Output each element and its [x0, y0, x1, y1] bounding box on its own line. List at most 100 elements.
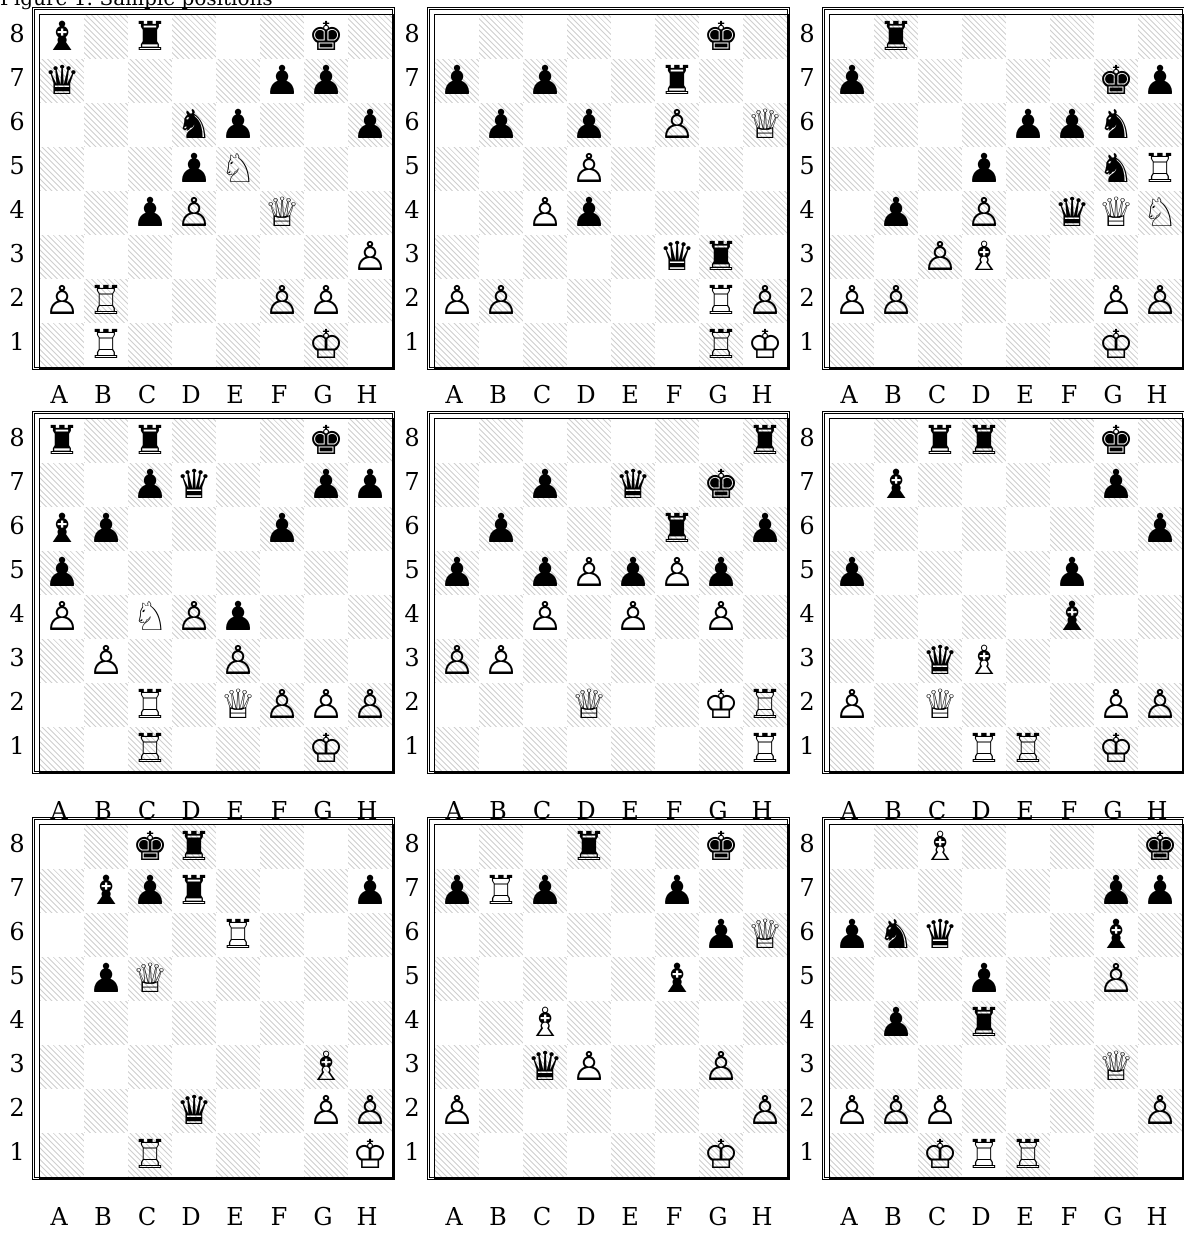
white-queen-icon: ♕	[918, 683, 962, 727]
square-f1	[260, 727, 304, 771]
white-pawn-icon: ♙	[40, 279, 84, 323]
rank-label: 8	[6, 22, 28, 46]
black-pawn-icon: ♟	[523, 551, 567, 595]
file-label: B	[882, 1205, 904, 1229]
rank-label: 6	[796, 920, 818, 944]
white-pawn-icon: ♙	[962, 191, 1006, 235]
square-c2	[523, 279, 567, 323]
rank-label: 5	[6, 964, 28, 988]
square-a1	[40, 1133, 84, 1177]
square-d5	[567, 957, 611, 1001]
square-d7	[567, 59, 611, 103]
black-pawn-icon: ♟	[260, 507, 304, 551]
square-c6	[128, 103, 172, 147]
rank-label: 6	[6, 514, 28, 538]
white-rook-icon: ♖	[1138, 147, 1182, 191]
square-d2	[172, 683, 216, 727]
square-d2	[567, 1089, 611, 1133]
black-queen-icon: ♛	[1050, 191, 1094, 235]
square-e8	[1006, 825, 1050, 869]
white-queen-icon: ♕	[1094, 1045, 1138, 1089]
square-e3	[1006, 639, 1050, 683]
square-d7	[172, 59, 216, 103]
square-e6	[611, 103, 655, 147]
white-king-icon: ♔	[348, 1133, 392, 1177]
white-pawn-icon: ♙	[655, 551, 699, 595]
square-e8	[216, 419, 260, 463]
black-pawn-icon: ♟	[655, 869, 699, 913]
black-rook-icon: ♜	[743, 419, 787, 463]
square-g5	[1094, 551, 1138, 595]
black-queen-icon: ♛	[918, 639, 962, 683]
square-b2	[874, 683, 918, 727]
black-pawn-icon: ♟	[84, 507, 128, 551]
square-b1	[479, 727, 523, 771]
square-h8	[1138, 15, 1182, 59]
square-a4	[40, 1001, 84, 1045]
black-pawn-icon: ♟	[523, 59, 567, 103]
square-h4	[743, 595, 787, 639]
square-b5	[479, 551, 523, 595]
file-label: B	[487, 1205, 509, 1229]
square-f5	[1050, 147, 1094, 191]
file-label: G	[1102, 383, 1124, 407]
square-e3	[216, 1045, 260, 1089]
file-label: D	[180, 1205, 202, 1229]
square-b6	[874, 103, 918, 147]
file-label: E	[619, 383, 641, 407]
square-h3	[1138, 1045, 1182, 1089]
square-c8	[523, 15, 567, 59]
white-pawn-icon: ♙	[435, 639, 479, 683]
square-f7	[1050, 869, 1094, 913]
square-e5	[611, 957, 655, 1001]
square-a6	[435, 103, 479, 147]
square-b8	[479, 419, 523, 463]
square-d6	[567, 913, 611, 957]
square-a6	[435, 913, 479, 957]
square-h1	[743, 1133, 787, 1177]
square-b2	[479, 683, 523, 727]
square-f2	[260, 1089, 304, 1133]
white-rook-icon: ♖	[962, 1133, 1006, 1177]
square-b1	[479, 323, 523, 367]
square-g5	[304, 551, 348, 595]
square-c1	[523, 1133, 567, 1177]
black-pawn-icon: ♟	[348, 103, 392, 147]
square-a3	[40, 639, 84, 683]
square-f5	[260, 147, 304, 191]
square-e1	[216, 727, 260, 771]
white-king-icon: ♔	[743, 323, 787, 367]
rank-label: 5	[401, 558, 423, 582]
square-e1	[1006, 323, 1050, 367]
square-e5	[216, 957, 260, 1001]
white-queen-icon: ♕	[128, 957, 172, 1001]
square-c1	[918, 323, 962, 367]
white-queen-icon: ♕	[567, 683, 611, 727]
black-pawn-icon: ♟	[348, 869, 392, 913]
square-b4	[84, 1001, 128, 1045]
square-g4	[304, 191, 348, 235]
square-b8	[84, 419, 128, 463]
square-b8	[874, 825, 918, 869]
square-f3	[1050, 235, 1094, 279]
square-g8	[699, 419, 743, 463]
square-e1	[611, 1133, 655, 1177]
square-g8	[304, 825, 348, 869]
square-g1	[699, 727, 743, 771]
square-h8	[348, 825, 392, 869]
square-f8	[1050, 825, 1094, 869]
square-f4	[655, 595, 699, 639]
square-f8	[655, 15, 699, 59]
square-f2	[655, 279, 699, 323]
black-pawn-icon: ♟	[874, 1001, 918, 1045]
black-king-icon: ♚	[304, 15, 348, 59]
square-h8	[1138, 419, 1182, 463]
square-h6	[1138, 103, 1182, 147]
file-label: G	[707, 383, 729, 407]
square-d8	[567, 419, 611, 463]
file-label: H	[751, 383, 773, 407]
white-pawn-icon: ♙	[260, 279, 304, 323]
rank-label: 6	[401, 514, 423, 538]
square-c1	[128, 323, 172, 367]
rank-label: 7	[796, 66, 818, 90]
